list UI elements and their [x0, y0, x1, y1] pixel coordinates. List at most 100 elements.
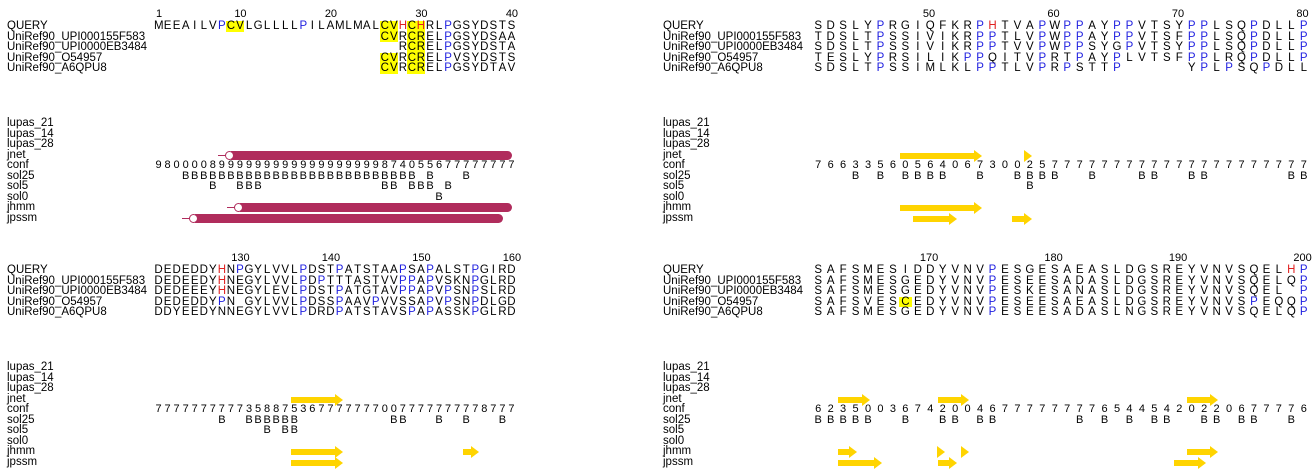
residue: L — [263, 274, 271, 287]
sequence-label[interactable]: UniRef90_O54957 — [7, 295, 103, 308]
sol25-value: B — [864, 413, 872, 426]
residue: V — [389, 274, 398, 287]
residue: L — [852, 51, 859, 64]
residue: L — [1275, 51, 1283, 64]
residue: V — [272, 295, 280, 308]
residue: A — [826, 306, 835, 318]
sequence-label[interactable]: QUERY — [663, 264, 704, 276]
residue: V — [976, 285, 984, 297]
strand-arrow-jpssm — [912, 212, 958, 225]
residue: C — [407, 51, 417, 64]
conf-value: 7 — [408, 403, 415, 415]
sequence-label[interactable]: UniRef90_UPI000155F583 — [7, 274, 146, 287]
sol25-value: B — [308, 169, 317, 182]
residue: S — [408, 295, 416, 308]
residue: T — [498, 51, 506, 64]
sequence-label[interactable]: UniRef90_UPI000155F583 — [663, 274, 802, 287]
residue: D — [1125, 274, 1134, 287]
residue: S — [889, 264, 897, 276]
sequence-label[interactable]: UniRef90_A6QPU8 — [7, 62, 107, 74]
sequence-label[interactable]: QUERY — [663, 20, 704, 32]
residue: Y — [471, 51, 480, 64]
conf-value: 7 — [1113, 159, 1121, 171]
residue: S — [1050, 274, 1059, 287]
conf-value: 7 — [1026, 403, 1033, 415]
residue: S — [1050, 285, 1059, 297]
residue: L — [852, 30, 859, 43]
residue: G — [1137, 295, 1147, 308]
residue: P — [988, 295, 997, 308]
residue: Y — [938, 274, 947, 287]
residue: M — [863, 285, 873, 297]
residue: N — [462, 285, 471, 297]
residue: S — [1150, 295, 1159, 308]
residue: V — [389, 20, 399, 32]
residue: S — [1237, 306, 1246, 318]
residue: A — [181, 20, 190, 32]
residue: L — [1275, 41, 1283, 53]
sol25-value: B — [254, 169, 262, 182]
ruler-tick: 70 — [1171, 8, 1185, 20]
sol25-value: B — [1026, 169, 1034, 182]
sequence-label[interactable]: UniRef90_O54957 — [663, 295, 759, 308]
residue: M — [863, 274, 873, 287]
sol5-value: B — [417, 180, 425, 192]
residue: P — [988, 62, 997, 74]
conf-value: 7 — [977, 159, 984, 171]
residue: V — [389, 51, 399, 64]
residue: N — [963, 285, 972, 297]
sequence-label[interactable]: UniRef90_A6QPU8 — [663, 306, 763, 318]
conf-value: 7 — [399, 403, 406, 415]
residue: S — [1100, 264, 1109, 276]
residue: T — [1150, 30, 1158, 43]
residue: P — [444, 285, 452, 297]
conf-value: 6 — [964, 159, 971, 171]
residue: P — [876, 41, 885, 53]
residue: K — [951, 62, 959, 74]
sol25-value: B — [939, 169, 947, 182]
residue: Q — [1249, 306, 1259, 318]
residue: D — [507, 306, 516, 318]
residue: A — [826, 285, 835, 297]
sequence-label[interactable]: UniRef90_A6QPU8 — [7, 306, 107, 318]
residue: E — [190, 274, 199, 287]
residue: D — [199, 264, 208, 276]
sol5-value: B — [209, 180, 217, 192]
conf-value: 9 — [227, 159, 234, 171]
residue: P — [1250, 30, 1258, 43]
sequence-label[interactable]: UniRef90_O54957 — [7, 51, 103, 64]
sequence-label[interactable]: UniRef90_UPI000155F583 — [7, 30, 146, 43]
sequence-label[interactable]: UniRef90_UPI0000EB3484 — [663, 285, 804, 297]
residue: T — [1001, 62, 1009, 74]
conf-value: 7 — [1288, 403, 1295, 415]
sequence-label[interactable]: QUERY — [7, 264, 48, 276]
conf-value: 7 — [1014, 403, 1021, 415]
sequence-label[interactable]: UniRef90_UPI0000EB3484 — [7, 285, 148, 297]
sequence-label[interactable]: QUERY — [7, 20, 48, 32]
residue: A — [1088, 20, 1096, 32]
residue: T — [326, 274, 334, 287]
conf-value: 9 — [372, 159, 379, 171]
sequence-label[interactable]: UniRef90_UPI0000EB3484 — [7, 41, 148, 53]
residue: S — [489, 20, 498, 32]
conf-value: 9 — [273, 159, 280, 171]
residue: P — [426, 264, 434, 276]
residue: Y — [1175, 20, 1184, 32]
conf-value: 6 — [815, 403, 822, 415]
conf-value: 9 — [336, 159, 343, 171]
residue: S — [317, 285, 326, 297]
prediction-label: lupas_14 — [7, 127, 54, 140]
conf-value: 9 — [318, 159, 325, 171]
sequence-label[interactable]: UniRef90_A6QPU8 — [663, 62, 763, 74]
sequence-label[interactable]: UniRef90_O54957 — [663, 51, 759, 64]
sequence-label[interactable]: UniRef90_UPI000155F583 — [663, 30, 802, 43]
sequence-label[interactable]: UniRef90_UPI0000EB3484 — [663, 41, 804, 53]
sol0-value: B — [435, 190, 443, 203]
residue: Y — [471, 30, 480, 43]
residue: P — [299, 264, 308, 276]
residue: P — [1200, 20, 1208, 32]
residue: P — [1113, 62, 1121, 74]
residue: Y — [471, 20, 480, 32]
residue: A — [507, 41, 516, 53]
